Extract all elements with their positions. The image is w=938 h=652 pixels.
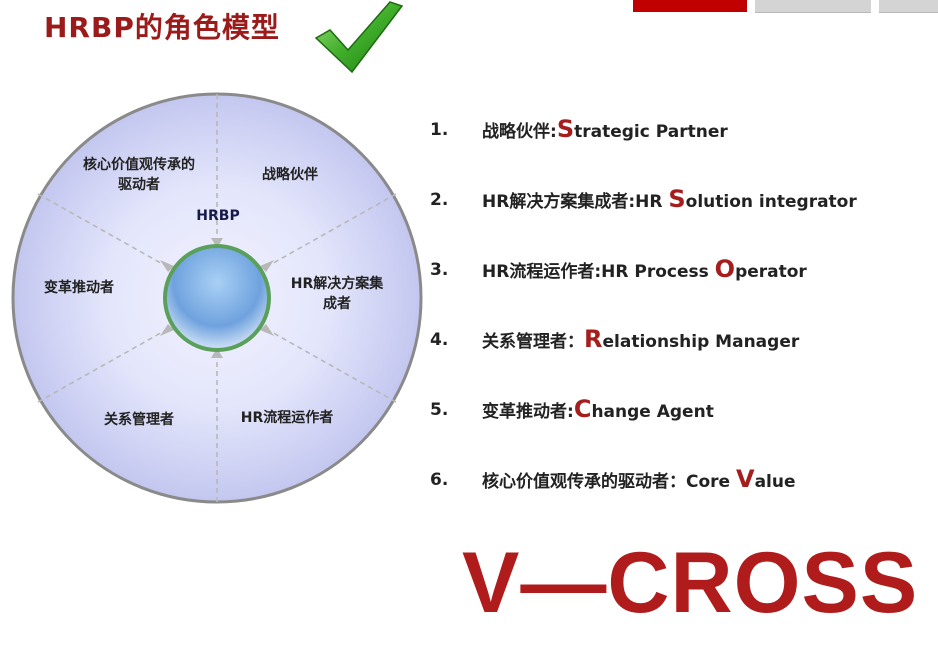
role-en-rest: hange Agent [591,402,714,422]
role-initial: R [584,325,603,353]
segment-relationship-line1: 关系管理者 [104,412,174,428]
role-en-rest: trategic Partner [574,122,728,142]
role-en-rest: perator [735,262,807,282]
segment-strategic-line1: 战略伙伴 [262,167,318,183]
segment-core-value-line1: 核心价值观传承的 [83,157,195,173]
list-item-text: HR解决方案集成者:HR Solution integrator [482,185,857,213]
list-item-text: 核心价值观传承的驱动者：Core Value [482,465,796,493]
tab-2[interactable] [755,0,871,13]
role-cn: 关系管理者： [482,332,584,352]
list-item-text: 关系管理者：Relationship Manager [482,325,799,353]
role-en-rest: elationship Manager [602,332,800,352]
segment-process-line1: HR流程运作者 [240,410,334,426]
checkmark-icon [314,1,404,74]
role-cn: 战略伙伴: [482,122,557,142]
tab-active[interactable] [633,0,747,12]
segment-strategic: 战略伙伴 [240,165,340,185]
role-initial: C [573,395,592,423]
segment-process: HR流程运作者 [222,408,352,428]
role-cn: 变革推动者: [482,402,574,422]
role-initial: V [736,465,755,493]
list-item-number: 3. [430,260,449,280]
segment-solution-line2: 成者 [323,296,351,312]
list-item-number: 6. [430,470,449,490]
role-cn: 核心价值观传承的驱动者： [482,472,686,492]
list-item-text: 战略伙伴:Strategic Partner [482,115,728,143]
spokes [37,94,397,502]
list-item-number: 1. [430,120,449,140]
role-initial: O [714,255,736,283]
role-en-rest: olution integrator [685,192,857,212]
role-cn: HR流程运作者: [482,262,602,282]
list-item-text: 变革推动者:Change Agent [482,395,714,423]
role-en-pre: HR [635,192,669,212]
role-wheel [11,92,423,504]
hub-label: HRBP [196,208,240,224]
segment-solution-line1: HR解决方案集 [290,276,384,292]
role-en-rest: alue [754,472,796,492]
arrowheads [160,238,274,358]
page-title: HRBP的角色模型 [44,11,280,44]
hub-circle [163,244,271,352]
role-cn: HR解决方案集成者: [482,192,636,212]
segment-core-value: 核心价值观传承的 驱动者 [64,155,214,195]
role-en-pre: Core [686,472,736,492]
segment-change-line1: 变革推动者 [44,280,114,296]
role-diagram: HRBP 核心价值观传承的 驱动者 战略伙伴 变革推动者 HR解决方案集 成者 … [0,80,440,520]
list-item-number: 5. [430,400,449,420]
segment-relationship: 关系管理者 [74,410,204,430]
slogan: V—CROSS [462,535,919,631]
tab-3[interactable] [879,0,938,13]
segment-change: 变革推动者 [14,278,144,298]
segment-core-value-line2: 驱动者 [118,177,160,193]
role-initial: S [556,115,575,143]
role-initial: S [668,185,686,213]
list-item-text: HR流程运作者:HR Process Operator [482,255,807,283]
role-en-pre: HR Process [601,262,715,282]
segment-solution: HR解决方案集 成者 [272,274,402,314]
list-item-number: 4. [430,330,449,350]
list-item-number: 2. [430,190,449,210]
